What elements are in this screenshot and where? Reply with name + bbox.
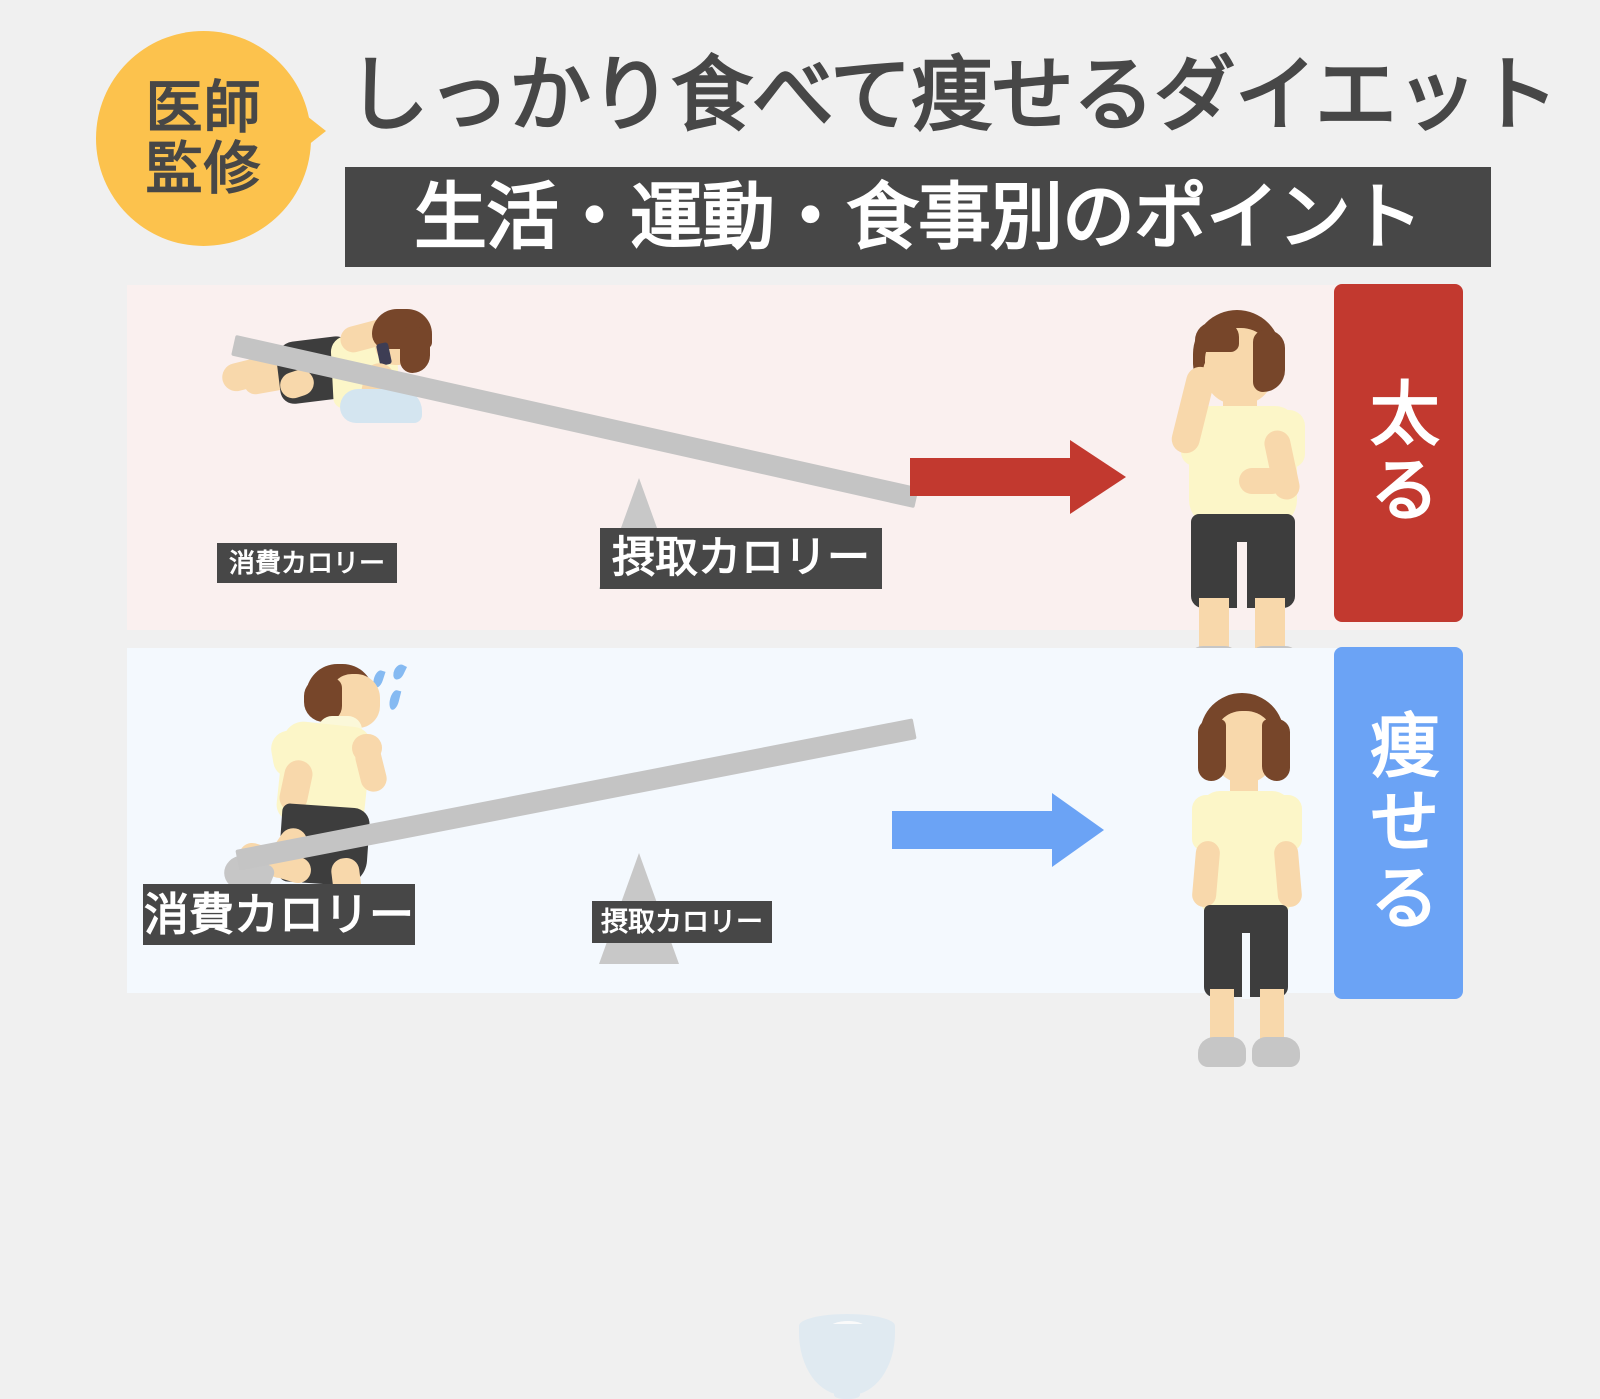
panel-weight-loss: 消費カロリー 摂取カロリー 痩せる	[127, 647, 1463, 1399]
page-title: しっかり食べて痩せるダイエット	[347, 50, 1559, 141]
burn-calories-label: 消費カロリー	[143, 884, 415, 945]
badge-line-2: 監修	[145, 136, 262, 201]
result-arrow-icon	[892, 793, 1104, 867]
person-overweight-standing-illustration	[1137, 310, 1317, 676]
intake-calories-label: 摂取カロリー	[600, 528, 882, 589]
result-badge-lose-text: 痩せる	[1360, 709, 1439, 937]
burn-calories-label: 消費カロリー	[217, 543, 397, 583]
subtitle-bar: 生活・運動・食事別のポイント	[345, 167, 1491, 267]
panel-weight-gain: 消費カロリー 摂取カロリー 太る	[127, 284, 1463, 769]
badge-line-1: 医師	[145, 76, 262, 141]
doctor-supervised-badge: 医師 監修	[96, 31, 311, 246]
header: 医師 監修 しっかり食べて痩せるダイエット 生活・運動・食事別のポイント	[0, 0, 1600, 280]
rice-bowl-icon	[799, 1311, 895, 1399]
result-badge-lose: 痩せる	[1334, 647, 1463, 999]
person-slim-standing-illustration	[1142, 693, 1322, 1067]
result-arrow-icon	[910, 440, 1126, 514]
intake-calories-label: 摂取カロリー	[592, 901, 772, 943]
result-badge-gain: 太る	[1334, 284, 1463, 622]
result-badge-gain-text: 太る	[1360, 377, 1439, 529]
subtitle-text: 生活・運動・食事別のポイント	[414, 176, 1423, 258]
person-lying-down-illustration	[219, 305, 452, 430]
